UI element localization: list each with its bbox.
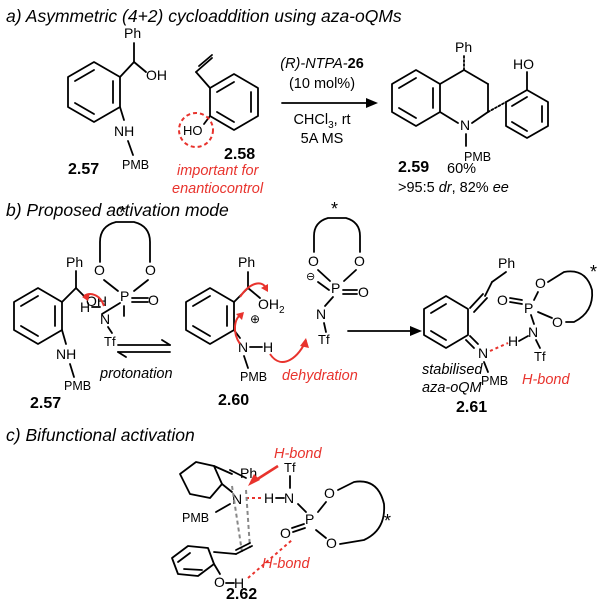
p-label: P	[524, 300, 533, 316]
o-label: O	[326, 535, 337, 551]
reaction-arrow-a: (R)-NTPA-26 (10 mol%) CHCl3, rt 5A MS	[280, 56, 378, 147]
n-label: N	[284, 490, 294, 506]
n-label: N	[238, 339, 248, 355]
compound-2-58: HO 2.58 important for enantiocontrol	[172, 54, 264, 197]
nh-label: NH	[56, 346, 76, 362]
curved-arrow-proton	[83, 293, 105, 307]
reaction-arrow-b	[347, 326, 422, 336]
o-label: O	[358, 284, 369, 300]
pmb-label: PMB	[122, 158, 149, 172]
plus-charge: ⊕	[250, 312, 260, 326]
hbond-label-1: H-bond	[274, 446, 322, 462]
o-label: O	[552, 314, 563, 330]
n-label: N	[460, 117, 470, 133]
sieves-label: 5A MS	[301, 131, 344, 147]
h-label: H	[234, 575, 244, 591]
hbond-label-2: H-bond	[262, 556, 310, 572]
ph-label: Ph	[66, 254, 83, 270]
compound-2-59: Ph N PMB HO 2.59 60% >95:5 dr, 82% ee	[391, 39, 549, 196]
h-label: H	[263, 339, 273, 355]
o-label: O	[535, 275, 546, 291]
p-label: P	[305, 511, 314, 527]
o-label: O	[497, 292, 508, 308]
tf-label: Tf	[534, 349, 546, 364]
tf-label: Tf	[104, 334, 116, 349]
h-label: H	[264, 490, 274, 506]
section-a-title: a) Asymmetric (4+2) cycloaddition using …	[6, 6, 402, 26]
pmb-label: PMB	[64, 379, 91, 393]
oh-label: OH	[146, 67, 167, 83]
cmpd-label-2-62: 2.62	[226, 586, 257, 602]
catalyst-anion: * O O P O ⊖ N Tf	[306, 199, 369, 347]
pmb-label: PMB	[182, 511, 209, 525]
stabilised-line-2: aza-oQM	[422, 380, 483, 396]
o-label: O	[280, 525, 291, 541]
p-label: P	[331, 280, 340, 296]
o-label: O	[148, 292, 159, 308]
h-n-label: H	[80, 299, 90, 315]
note-line-1: important for	[177, 163, 260, 179]
ph-label: Ph	[455, 39, 472, 55]
oh2-label: OH2	[258, 296, 285, 316]
ph-label: Ph	[498, 255, 515, 271]
oh-label: HO	[513, 56, 534, 72]
hbond-label: H-bond	[522, 372, 570, 388]
yield-label: 60%	[447, 161, 476, 177]
h-label: H	[508, 333, 518, 349]
o-label: O	[324, 485, 335, 501]
pmb-label: PMB	[240, 370, 267, 384]
ho-label: HO	[183, 123, 203, 138]
cmpd-label-2-59: 2.59	[398, 159, 429, 176]
o-label: O	[354, 253, 365, 269]
ph-label: Ph	[238, 254, 255, 270]
protonation-label: protonation	[99, 366, 173, 382]
catalyst-b1: * O O P O H N Tf	[80, 203, 159, 349]
n-label: N	[528, 324, 538, 340]
compound-2-60: Ph OH2 ⊕ N H PMB dehydration 2.60	[185, 254, 358, 409]
section-c-title: c) Bifunctional activation	[6, 425, 195, 445]
cmpd-label-2-57-a: 2.57	[68, 161, 99, 178]
compound-2-57-a: Ph OH NH PMB 2.57	[67, 25, 167, 178]
curved-arrow-dehydration	[269, 339, 307, 363]
note-line-2: enantiocontrol	[172, 181, 264, 197]
n-label: N	[100, 311, 110, 327]
o-label: O	[214, 574, 225, 590]
compound-2-57-b: Ph OH NH PMB 2.57	[13, 254, 107, 412]
cmpd-label-2-60: 2.60	[218, 392, 249, 409]
minus-charge: ⊖	[306, 271, 315, 283]
o-label: O	[94, 262, 105, 278]
pmb-label: PMB	[464, 150, 491, 164]
cmpd-label-2-58: 2.58	[224, 146, 255, 163]
solvent-label: CHCl3, rt	[293, 112, 350, 131]
n-label: N	[232, 491, 242, 507]
o-label: O	[145, 262, 156, 278]
chiral-star: *	[331, 199, 338, 219]
tf-label: Tf	[318, 332, 330, 347]
cmpd-label-2-61: 2.61	[456, 399, 487, 416]
equilibrium-arrows: protonation	[99, 339, 173, 382]
chiral-star: *	[119, 203, 126, 223]
compound-2-61: Ph N PMB H N Tf P O O O * stabilised aza…	[422, 255, 597, 416]
p-label: P	[120, 288, 129, 304]
nh-label: NH	[114, 123, 134, 139]
pmb-label: PMB	[481, 374, 508, 388]
dehydration-label: dehydration	[282, 368, 358, 384]
o-label: O	[308, 253, 319, 269]
compound-2-62: Ph N PMB H N Tf P O O O * O H	[171, 446, 391, 602]
selectivity-label: >95:5 dr, 82% ee	[398, 180, 509, 196]
catalyst-label: (R)-NTPA-26	[280, 56, 364, 72]
chiral-star: *	[384, 511, 391, 531]
section-b-title: b) Proposed activation mode	[6, 200, 229, 220]
cmpd-label-2-57-b: 2.57	[30, 395, 61, 412]
n-label: N	[478, 345, 488, 361]
chiral-star: *	[590, 262, 597, 282]
ph-label: Ph	[124, 25, 141, 41]
stabilised-line-1: stabilised	[422, 362, 483, 378]
highlight-circle	[178, 112, 214, 148]
tf-label: Tf	[284, 460, 296, 475]
loading-label: (10 mol%)	[289, 76, 355, 92]
n-label: N	[316, 306, 326, 322]
oh-label: OH	[86, 293, 107, 309]
